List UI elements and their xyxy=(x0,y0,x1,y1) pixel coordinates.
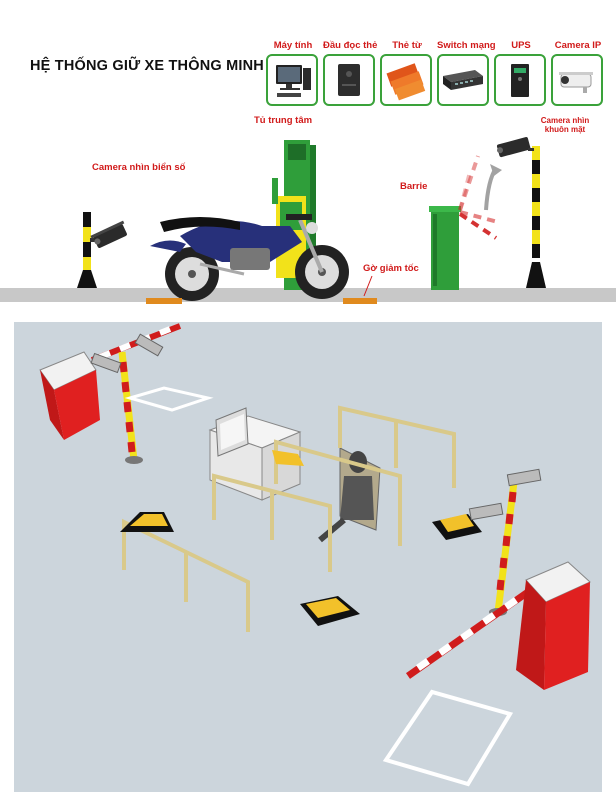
device-card-reader: Đầu đọc thẻ xyxy=(323,40,377,106)
speed-bump-3d-4 xyxy=(432,514,482,540)
plate-camera-label: Camera nhìn biển số xyxy=(92,162,186,173)
booth-railings xyxy=(212,405,456,572)
face-camera-pole xyxy=(526,146,546,288)
left-ground-marker xyxy=(124,386,214,412)
device-ip-camera: Camera IP xyxy=(551,40,605,106)
diagram-title: HỆ THỐNG GIỮ XE THÔNG MINH xyxy=(30,58,264,74)
device-rfid-card: Thẻ từ xyxy=(380,40,434,106)
face-camera xyxy=(496,137,531,158)
right-camera xyxy=(468,468,542,521)
left-barrier-box xyxy=(39,351,100,440)
device-label: Switch mạng xyxy=(437,40,496,51)
speed-bump-3d-2 xyxy=(272,450,304,466)
barrier-arm xyxy=(458,155,502,240)
face-camera-label: Camera nhìn khuôn mặt xyxy=(540,116,590,134)
speed-bump-label: Gờ giảm tốc xyxy=(363,263,419,274)
plate-camera xyxy=(90,220,127,248)
plate-camera-pole xyxy=(77,212,100,288)
network-switch-icon xyxy=(443,70,483,90)
layout-3d-scene xyxy=(39,323,591,787)
computer-icon xyxy=(276,65,311,97)
barrier-label: Barrie xyxy=(400,181,428,192)
motorcycle xyxy=(150,214,349,301)
device-label: Đầu đọc thẻ xyxy=(323,40,378,51)
ups-icon xyxy=(511,64,529,97)
card-reader-icon xyxy=(338,64,360,96)
left-camera-pole xyxy=(118,351,143,464)
central-cabinet-label: Tủ trung tâm xyxy=(254,115,313,126)
device-label: Thẻ từ xyxy=(392,40,422,51)
right-barrier-box xyxy=(516,561,591,690)
rfid-card-icon xyxy=(386,63,426,101)
device-label: UPS xyxy=(511,40,531,51)
right-camera-pole xyxy=(489,481,518,616)
device-label: Camera IP xyxy=(554,40,602,51)
parking-layout-3d xyxy=(14,322,602,792)
top-illustration-panel: HỆ THỐNG GIỮ XE THÔNG MINH Máy tính Đầu … xyxy=(0,0,616,318)
booth-desk xyxy=(208,407,302,501)
device-ups: UPS xyxy=(494,40,548,106)
ip-camera-icon xyxy=(559,72,593,93)
central-cabinet xyxy=(272,140,316,290)
speed-bump-3d-1 xyxy=(120,512,174,532)
right-ground-marker xyxy=(382,689,514,787)
speed-bump-left xyxy=(146,298,182,304)
speed-bump-3d-3 xyxy=(300,596,360,626)
barrier-cabinet xyxy=(429,206,461,290)
ground-strip xyxy=(0,288,616,302)
right-barrier-arm xyxy=(405,589,531,679)
left-camera xyxy=(90,333,164,374)
speed-bump-pointer xyxy=(363,275,373,297)
speed-bump-right xyxy=(343,298,377,304)
device-computer: Máy tính xyxy=(266,40,320,106)
device-label: Máy tính xyxy=(273,40,313,51)
left-railing xyxy=(122,518,250,632)
device-network-switch: Switch mạng xyxy=(437,40,496,106)
